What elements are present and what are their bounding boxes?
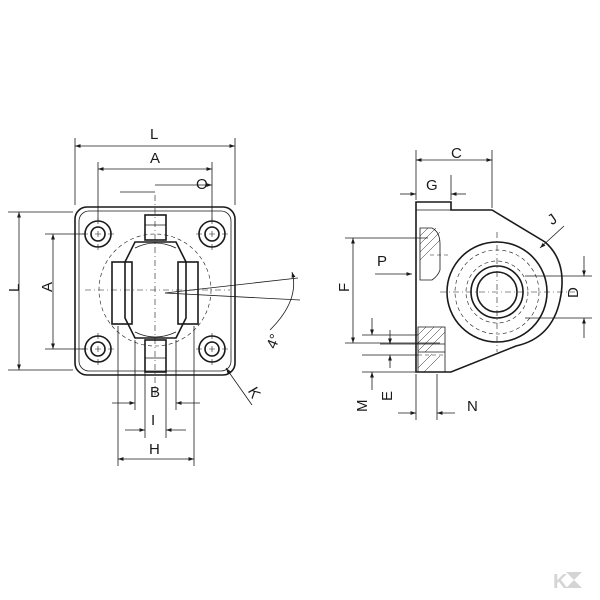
front-view: [74, 195, 301, 406]
label-O: O: [196, 176, 208, 193]
label-M: M: [354, 400, 371, 413]
label-G: G: [426, 177, 438, 194]
label-N: N: [467, 398, 478, 415]
label-L-top: L: [150, 126, 158, 143]
label-D: D: [565, 287, 582, 298]
label-P: P: [377, 253, 387, 270]
label-H: H: [149, 441, 160, 458]
label-I: I: [151, 412, 155, 429]
label-A-side: A: [39, 282, 56, 292]
side-dimensions: [345, 150, 592, 420]
brand-logo-text: K: [553, 571, 568, 593]
label-A-top: A: [150, 150, 160, 167]
front-dimensions: [8, 138, 236, 466]
label-F: F: [336, 283, 353, 292]
brand-logo: K: [545, 567, 587, 593]
label-E: E: [379, 391, 396, 401]
label-J: J: [544, 211, 560, 229]
label-angle: 4°: [263, 332, 284, 352]
side-view: [415, 201, 575, 373]
label-L-side: L: [6, 284, 23, 292]
label-B: B: [150, 384, 160, 401]
label-K: K: [244, 384, 264, 401]
label-C: C: [451, 145, 462, 162]
dimension-labels: L A O L A B I H K 4° C G J P F D M E N: [6, 126, 582, 458]
